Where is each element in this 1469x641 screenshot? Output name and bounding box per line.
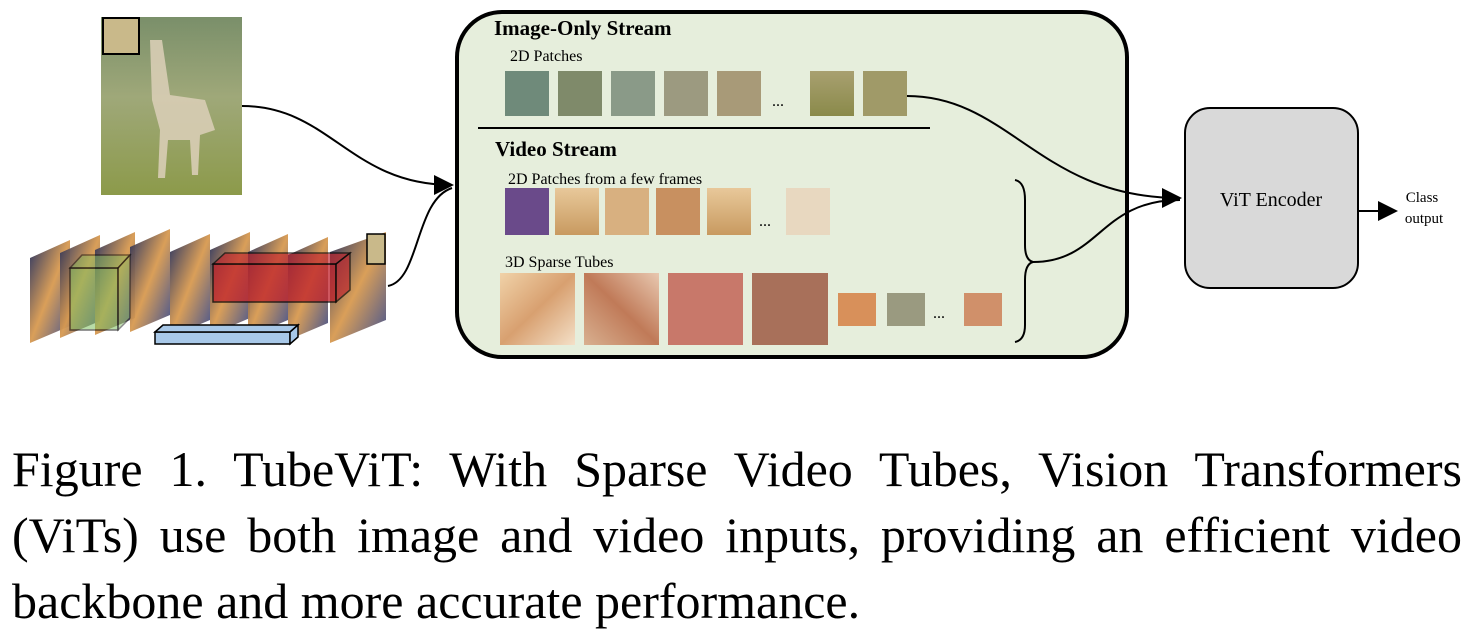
video-patches-label: 2D Patches from a few frames (508, 171, 702, 188)
output-label-line2: output (1405, 211, 1444, 227)
giraffe-patch-highlight (102, 17, 140, 55)
image-stream-title: Image-Only Stream (494, 16, 672, 40)
video-patch (707, 188, 751, 235)
image-patch (717, 71, 761, 116)
image-patch (664, 71, 708, 116)
tube-patch (500, 273, 575, 345)
tube-patch (584, 273, 659, 345)
tube-row (500, 273, 1002, 345)
image-patch (611, 71, 655, 116)
vit-encoder-box (1184, 107, 1359, 289)
image-patches-label: 2D Patches (510, 48, 582, 65)
video-patch (656, 188, 700, 235)
tubevit-diagram: Image-Only Stream 2D Patches ... Video S… (30, 10, 1444, 359)
video-patch (605, 188, 649, 235)
video-stream-title: Video Stream (495, 137, 617, 161)
video-patch (555, 188, 599, 235)
caption-text: Figure 1. TubeViT: With Sparse Video Tub… (12, 441, 1462, 629)
video-patch (505, 188, 549, 235)
image-to-encoder-arrow (906, 95, 1182, 208)
image-patch (863, 71, 907, 116)
green-tube (69, 267, 119, 331)
giraffe-image (101, 17, 242, 195)
tube-patch (964, 293, 1002, 326)
image-patch-row (505, 71, 907, 116)
red-tube (212, 263, 337, 303)
video-input-arrow (387, 187, 453, 287)
image-patches-ellipsis: ... (772, 93, 784, 110)
video-patch-row (505, 188, 830, 235)
vit-encoder-label: ViT Encoder (1220, 189, 1323, 211)
figure-caption: Figure 1. TubeViT: With Sparse Video Tub… (12, 436, 1462, 634)
tube-patch (668, 273, 743, 345)
tube-patch (887, 293, 925, 326)
image-input-arrow (241, 105, 454, 195)
tube-patch (752, 273, 828, 345)
video-to-encoder-arrow (1032, 199, 1181, 263)
tubes-label: 3D Sparse Tubes (505, 254, 613, 271)
image-patch (810, 71, 854, 116)
video-patches-ellipsis: ... (759, 213, 771, 230)
image-patch (558, 71, 602, 116)
tubes-ellipsis: ... (933, 305, 945, 322)
video-patch (786, 188, 830, 235)
blue-tube (154, 331, 291, 345)
video-frames-stack (30, 229, 386, 346)
tube-patch (838, 293, 876, 326)
output-label-line1: Class (1406, 190, 1439, 206)
image-patch (505, 71, 549, 116)
